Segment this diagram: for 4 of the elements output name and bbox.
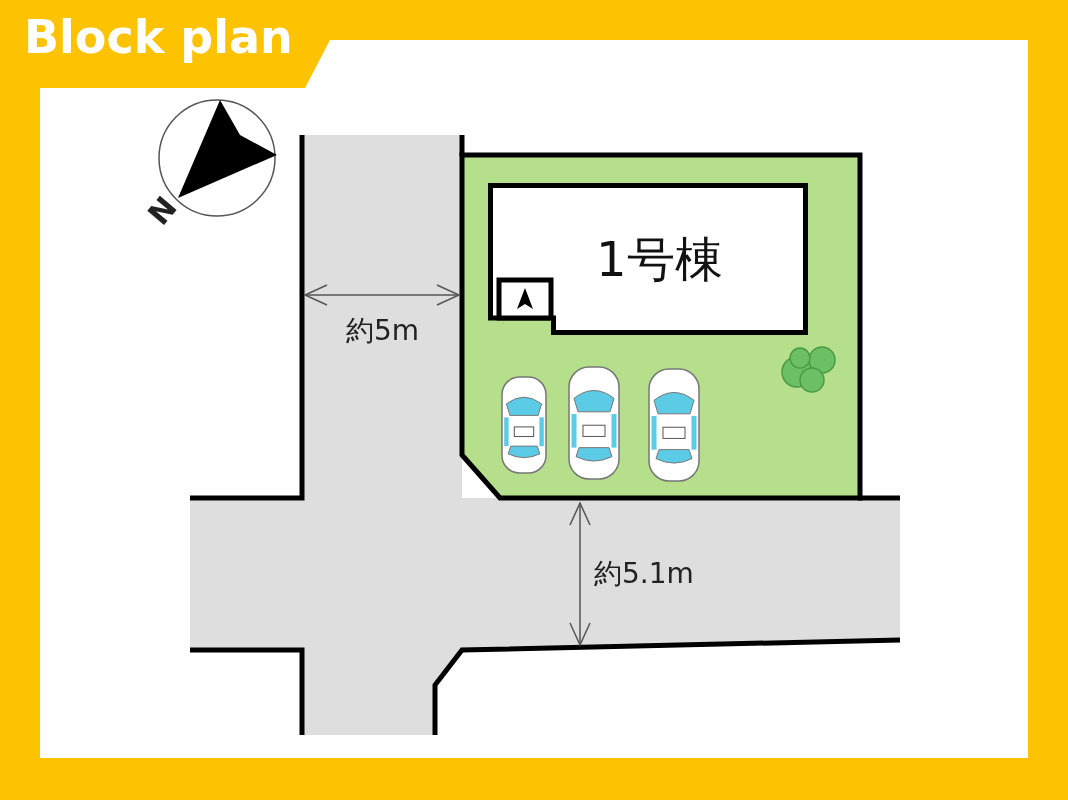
- building-label: 1号棟: [596, 235, 723, 283]
- dimension-label: 約5.1m: [594, 560, 694, 588]
- dimension-label: 約5m: [346, 317, 420, 345]
- compass-letter: N: [143, 191, 183, 231]
